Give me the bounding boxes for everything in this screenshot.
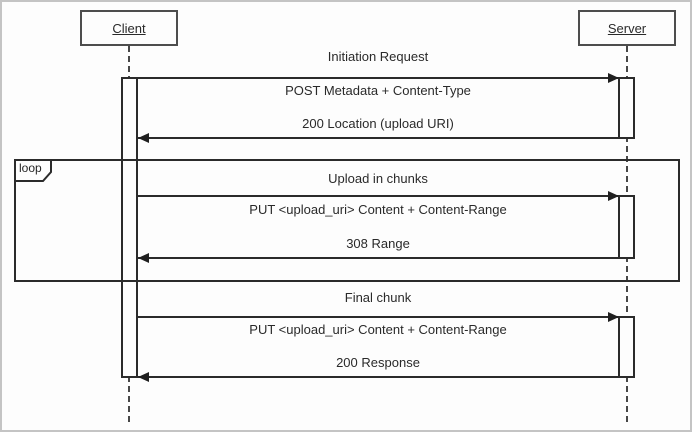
server-activation-bar-1 xyxy=(618,77,635,139)
response-message-label: 200 Response xyxy=(336,355,420,370)
arrowhead-left-icon xyxy=(138,133,149,143)
response-message-line xyxy=(138,257,618,259)
request-message-line xyxy=(138,195,618,197)
response-message-line xyxy=(138,376,618,378)
response-message-label: 308 Range xyxy=(346,236,410,251)
loop-fragment-frame xyxy=(14,159,680,282)
request-message-label: POST Metadata + Content-Type xyxy=(285,83,471,98)
arrowhead-right-icon xyxy=(608,73,619,83)
response-message-line xyxy=(138,137,618,139)
arrowhead-right-icon xyxy=(608,312,619,322)
section-title: Initiation Request xyxy=(327,49,429,64)
section-title: Upload in chunks xyxy=(328,171,428,186)
arrowhead-left-icon xyxy=(138,253,149,263)
arrowhead-left-icon xyxy=(138,372,149,382)
actor-server-box: Server xyxy=(578,10,676,46)
request-message-line xyxy=(138,77,618,79)
actor-server-label: Server xyxy=(607,20,647,36)
server-activation-bar-3 xyxy=(618,316,635,378)
arrowhead-right-icon xyxy=(608,191,619,201)
request-message-label: PUT <upload_uri> Content + Content-Range xyxy=(249,202,507,217)
loop-fragment-tab xyxy=(14,159,52,182)
actor-client-box: Client xyxy=(80,10,178,46)
response-message-label: 200 Location (upload URI) xyxy=(302,116,454,131)
section-title: Final chunk xyxy=(344,290,412,305)
server-activation-bar-2 xyxy=(618,195,635,259)
client-activation-bar xyxy=(121,77,138,378)
request-message-line xyxy=(138,316,618,318)
loop-fragment-label: loop xyxy=(19,161,42,175)
request-message-label: PUT <upload_uri> Content + Content-Range xyxy=(249,322,507,337)
actor-client-label: Client xyxy=(112,20,146,36)
